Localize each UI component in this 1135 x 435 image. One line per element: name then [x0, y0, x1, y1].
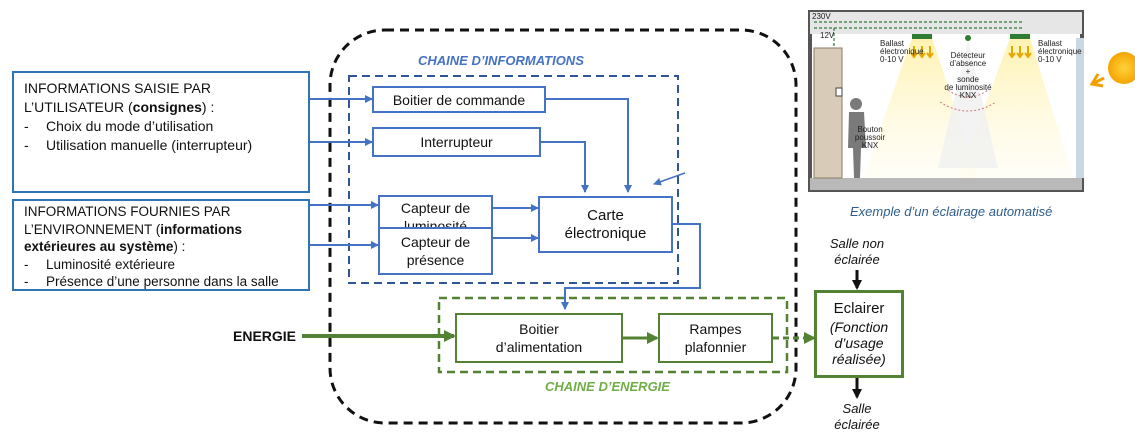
automated-lighting-illustration: 230V 12V Ballast électronique 0-10 V Bal…: [808, 10, 1135, 192]
eclairer-subtitle-3: réalisée): [832, 351, 886, 367]
information-chain-frame: [348, 75, 679, 284]
capteur-presence-label-1: Capteur de: [400, 234, 471, 250]
presence-detector: [965, 35, 971, 41]
env-info-title-prefix: L’ENVIRONNEMENT (: [24, 221, 161, 237]
user-info-bullet-1-text: Choix du mode d’utilisation: [46, 118, 214, 134]
door: [813, 47, 843, 179]
ceiling: [810, 12, 1082, 34]
detector-cone: [938, 40, 998, 168]
button-line2: poussoir: [855, 133, 886, 142]
detector-line4: sonde: [957, 75, 979, 84]
illustration-caption: Exemple d’un éclairage automatisé: [850, 204, 1053, 219]
window: [1076, 38, 1084, 178]
env-info-bullet-1: - Luminosité extérieure: [24, 256, 298, 274]
person-silhouette: [848, 98, 866, 178]
ballast-left-line3: 0-10 V: [880, 55, 904, 64]
user-info-title-suffix: ) :: [201, 99, 215, 115]
sun-icon: [1108, 52, 1135, 84]
eclairer-subtitle-2: d’usage: [834, 335, 884, 351]
boitier-alimentation-label-1: Boitier: [519, 321, 559, 337]
user-info-title-line2: L’UTILISATEUR (consignes) :: [24, 98, 298, 117]
carte-electronique-label-2: électronique: [564, 224, 647, 242]
user-info-bullet-2-text: Utilisation manuelle (interrupteur): [46, 137, 253, 153]
bullet-dash: -: [24, 118, 29, 134]
eclairer-function-block: Eclairer (Fonction d’usage réalisée): [814, 290, 904, 378]
user-info-bullet-1: - Choix du mode d’utilisation: [24, 117, 298, 136]
user-info-title-bold: consignes: [132, 99, 202, 115]
system-boundary: [328, 28, 798, 425]
env-info-title-bold: informations: [160, 221, 243, 237]
env-info-bullet-1-text: Luminosité extérieure: [46, 256, 176, 272]
output-state-line1: Salle: [842, 401, 872, 416]
bullet-dash: -: [24, 137, 29, 153]
label-230v: 230V: [812, 12, 831, 21]
eclairer-title: Eclairer: [833, 300, 885, 317]
ballast-right-line2: électronique: [1038, 47, 1082, 56]
energie-label: ENERGIE: [233, 328, 297, 344]
environment-information-box: INFORMATIONS FOURNIES PAR L’ENVIRONNEMEN…: [12, 199, 310, 291]
bullet-dash: -: [24, 256, 29, 272]
env-info-bullet-2: - Présence d’une personne dans la salle: [24, 273, 298, 291]
capteur-presence-label-2: présence: [406, 252, 465, 268]
user-info-title-line1: INFORMATIONS SAISIE PAR: [24, 80, 211, 96]
arrow-interrupteur-to-carte: [541, 141, 589, 193]
ballast-right-line3: 0-10 V: [1038, 55, 1062, 64]
detector-line3: +: [966, 67, 971, 76]
input-state-line1: Salle non: [829, 236, 885, 251]
output-state-line2: éclairée: [834, 417, 880, 432]
ballast-left-line1: Ballast: [880, 39, 905, 48]
button-line3: KNX: [862, 141, 879, 150]
env-info-title-line3: extérieures au système) :: [24, 238, 298, 256]
boitier-alimentation-block: Boitier d’alimentation: [455, 313, 623, 363]
detector-line2: d’absence: [950, 59, 987, 68]
carte-electronique-block: Carte électronique: [538, 196, 673, 253]
env-info-bullet-2-text: Présence d’une personne dans la salle: [46, 274, 279, 289]
env-info-title-line2: L’ENVIRONNEMENT (informations: [24, 221, 298, 239]
push-button: [835, 87, 843, 97]
env-info-title-line1: INFORMATIONS FOURNIES PAR: [24, 204, 231, 219]
small-blue-arrow: [653, 172, 686, 186]
rampes-plafonnier-label-1: Rampes: [689, 321, 742, 337]
capteur-luminosite-label-1: Capteur de: [400, 199, 471, 216]
rampes-plafonnier-block: Rampes plafonnier: [658, 313, 773, 363]
user-info-bullet-2: - Utilisation manuelle (interrupteur): [24, 136, 298, 155]
carte-electronique-label-1: Carte: [587, 206, 624, 224]
right-ceiling-light: [1010, 34, 1030, 39]
eclairer-subtitle-1: (Fonction: [829, 319, 889, 335]
ballast-right-line1: Ballast: [1038, 39, 1063, 48]
detector-line5: de luminosité: [944, 83, 992, 92]
boitier-commande-block: Boitier de commande: [372, 86, 546, 113]
output-state-label: Salle éclairée: [812, 401, 902, 433]
detector-line6: KNX: [960, 91, 977, 100]
user-information-box: INFORMATIONS SAISIE PAR L’UTILISATEUR (c…: [12, 71, 310, 193]
left-ceiling-light: [912, 34, 932, 39]
boitier-alimentation-label-2: d’alimentation: [495, 339, 583, 355]
env-info-title-bold-2: extérieures au système: [24, 239, 174, 254]
label-12v: 12V: [820, 31, 835, 40]
input-state-label: Salle non éclairée: [812, 236, 902, 268]
arrow-boitier-to-carte: [546, 98, 632, 193]
button-line1: Bouton: [857, 125, 882, 134]
boitier-commande-label: Boitier de commande: [392, 91, 526, 108]
interrupteur-label: Interrupteur: [420, 134, 493, 150]
ballast-left-line2: électronique: [880, 47, 924, 56]
floor: [810, 178, 1082, 190]
input-state-line2: éclairée: [834, 252, 880, 267]
arrow-carte-to-alimentation: [561, 223, 701, 310]
env-info-title-suffix: ) :: [173, 239, 186, 254]
chaine-energie-title: CHAINE D’ENERGIE: [545, 379, 670, 394]
capteur-presence-block: Capteur de présence: [378, 227, 493, 275]
detector-line1: Détecteur: [951, 51, 986, 60]
user-info-title-prefix: L’UTILISATEUR (: [24, 99, 133, 115]
bullet-dash: -: [24, 274, 29, 289]
interrupteur-block: Interrupteur: [372, 127, 541, 157]
chaine-informations-title: CHAINE D’INFORMATIONS: [418, 53, 584, 68]
rampes-plafonnier-label-2: plafonnier: [684, 339, 747, 355]
